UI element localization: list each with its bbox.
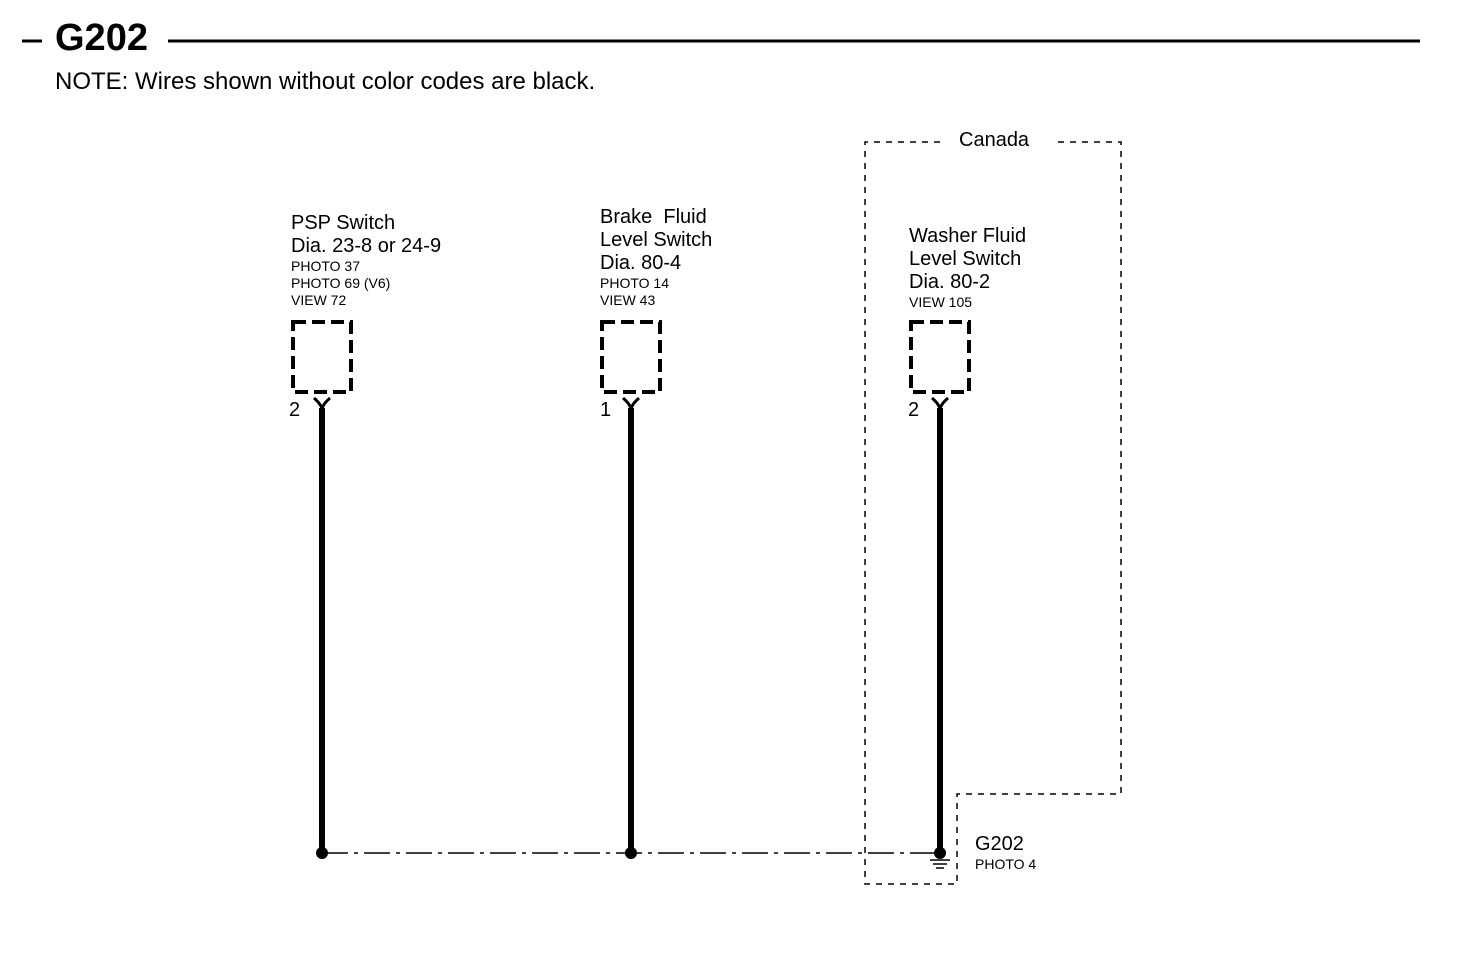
ground-symbol-icon: [930, 859, 950, 869]
ground-photo-ref: PHOTO 4: [975, 856, 1037, 872]
psp-switch-name: PSP Switch: [291, 212, 396, 234]
washer-fluid-switch-view-ref: VIEW 105: [909, 294, 973, 310]
washer-pin-number: 2: [908, 399, 920, 421]
psp-switch-label: PSP Switch Dia. 23-8 or 24-9 PHOTO 37 PH…: [291, 212, 441, 309]
washer-fluid-switch-label: Washer Fluid Level Switch Dia. 80-2 VIEW…: [909, 225, 1026, 311]
brake-pin-number: 1: [600, 399, 612, 421]
psp-switch-diagram-ref: Dia. 23-8 or 24-9: [291, 235, 442, 257]
washer-fluid-switch-name-1: Washer Fluid: [909, 225, 1027, 247]
canada-region-label: Canada: [959, 129, 1030, 151]
psp-switch-photo-ref-v6: PHOTO 69 (V6): [291, 275, 391, 291]
ground-point-dot: [934, 847, 946, 859]
brake-fluid-switch-label: Brake Fluid Level Switch Dia. 80-4 PHOTO…: [600, 206, 712, 309]
brake-fluid-switch-connector: [600, 320, 662, 394]
psp-switch-photo-ref: PHOTO 37: [291, 258, 360, 274]
psp-switch-connector: [291, 320, 353, 394]
psp-pin-number: 2: [289, 399, 301, 421]
ground-name: G202: [975, 833, 1024, 855]
washer-fluid-switch-diagram-ref: Dia. 80-2: [909, 271, 991, 293]
washer-fluid-switch-name-2: Level Switch: [909, 248, 1022, 270]
brake-splice-dot: [625, 847, 637, 859]
brake-fluid-switch-name-1: Brake Fluid: [600, 206, 707, 228]
washer-fluid-switch-connector: [909, 320, 971, 394]
page-title: G202: [55, 17, 148, 59]
brake-fluid-switch-photo-ref: PHOTO 14: [600, 275, 669, 291]
wire-color-note: NOTE: Wires shown without color codes ar…: [55, 68, 596, 95]
psp-splice-dot: [316, 847, 328, 859]
canada-region-outline: [864, 141, 1122, 885]
psp-switch-view-ref: VIEW 72: [291, 292, 347, 308]
brake-fluid-switch-name-2: Level Switch: [600, 229, 713, 251]
brake-fluid-switch-diagram-ref: Dia. 80-4: [600, 252, 682, 274]
brake-fluid-switch-view-ref: VIEW 43: [600, 292, 656, 308]
